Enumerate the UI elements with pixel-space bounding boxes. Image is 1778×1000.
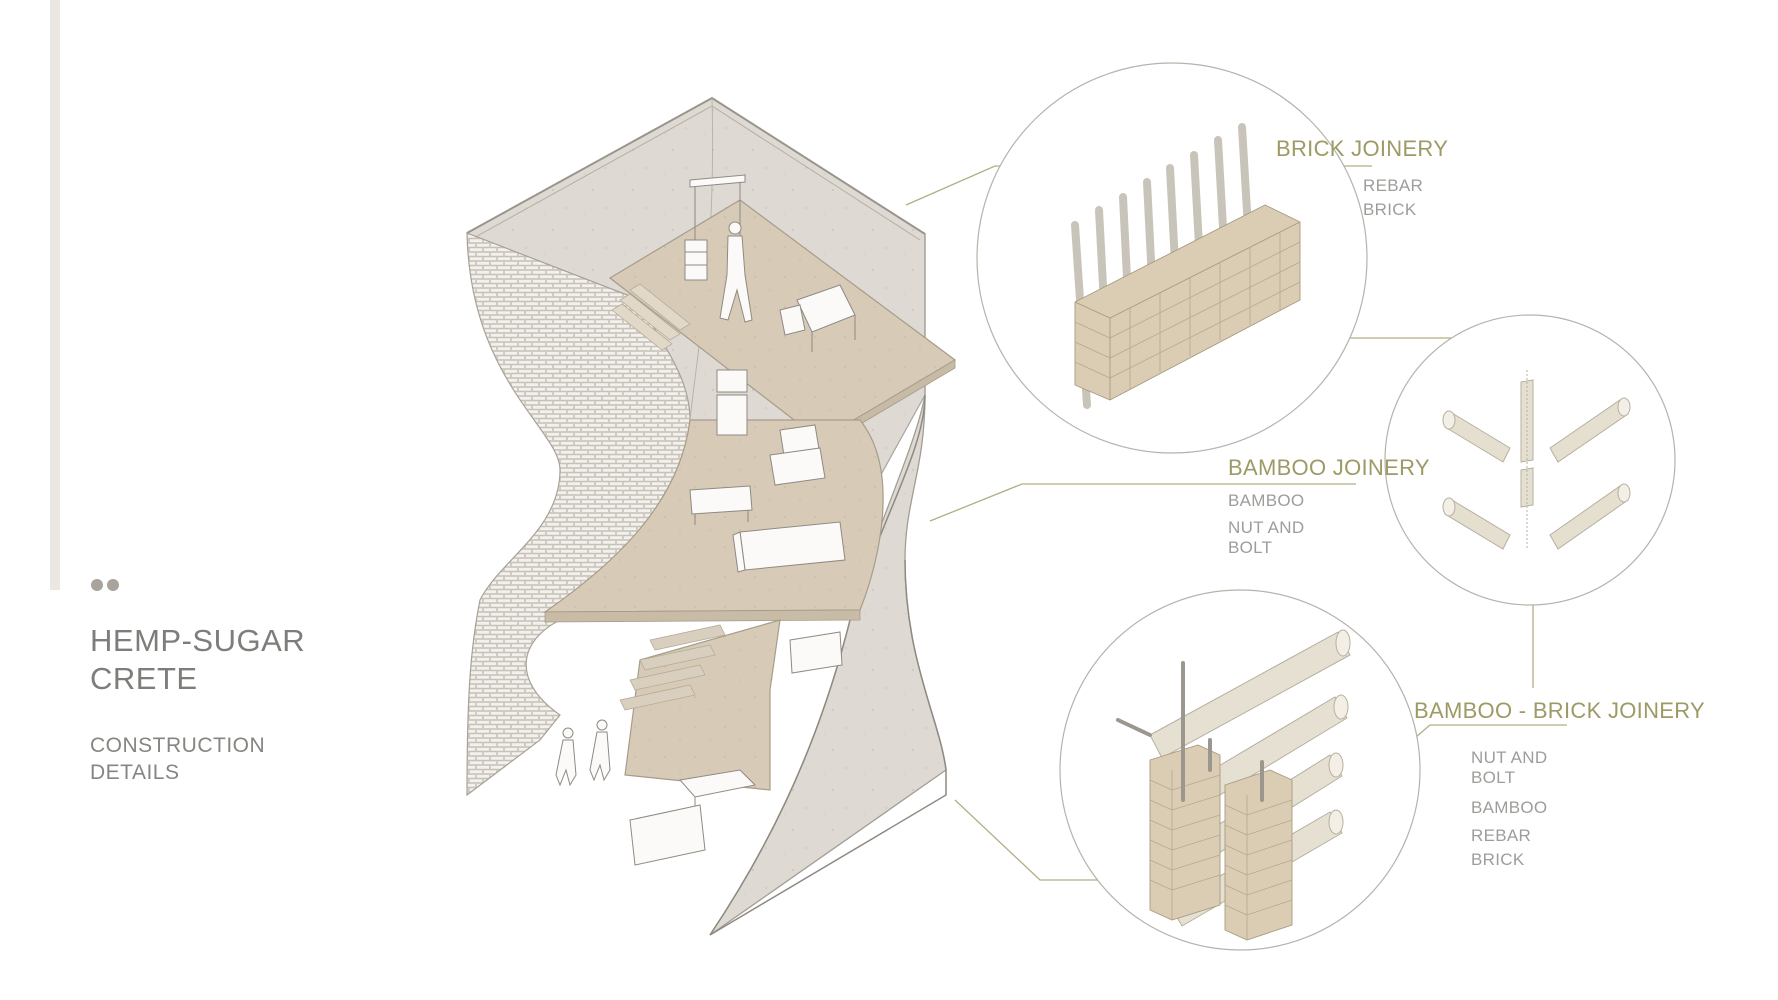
front-wall-edge xyxy=(709,394,926,936)
label-bolt: BOLT xyxy=(1471,768,1516,787)
brick-joinery-heading: BRICK JOINERY xyxy=(1276,136,1449,161)
title-line-2: CRETE xyxy=(90,661,198,696)
page-subtitle: CONSTRUCTION DETAILS xyxy=(90,732,265,786)
label-nut-and: NUT AND xyxy=(1471,748,1548,767)
title-line-1: HEMP-SUGAR xyxy=(90,623,306,658)
top-stairs xyxy=(611,283,691,351)
pagination-dots xyxy=(91,579,119,591)
dot-indicator xyxy=(107,579,119,591)
dot-indicator xyxy=(91,579,103,591)
bamboo-brick-brick-label: BRICK xyxy=(1471,850,1525,869)
bamboo-joinery-detail xyxy=(1384,314,1676,606)
subtitle-line-2: DETAILS xyxy=(90,761,180,784)
brick-joinery-items: REBAR BRICK xyxy=(1363,174,1423,222)
brick-stack xyxy=(1074,204,1301,401)
label-bolt: BOLT xyxy=(1228,538,1273,557)
label-brick: BRICK xyxy=(1363,200,1417,219)
bamboo-brick-nut-bolt-label: NUT AND BOLT xyxy=(1471,748,1547,788)
decorative-side-bar xyxy=(50,0,60,590)
label-rebar: REBAR xyxy=(1363,176,1424,195)
subtitle-line-1: CONSTRUCTION xyxy=(90,734,266,757)
bamboo-brick-joinery-detail xyxy=(1059,589,1421,951)
lower-stairs xyxy=(619,624,726,711)
bamboo-joinery-nut-bolt-label: NUT AND BOLT xyxy=(1228,518,1304,558)
furniture-figures xyxy=(555,174,856,866)
bamboo-joinery-heading: BAMBOO JOINERY xyxy=(1228,455,1430,480)
brick-joinery-detail xyxy=(976,62,1368,454)
bamboo-brick-joinery-heading: BAMBOO - BRICK JOINERY xyxy=(1414,698,1706,723)
bamboo-brick-rebar-label: REBAR xyxy=(1471,826,1532,845)
label-nut-and: NUT AND xyxy=(1228,518,1305,537)
page-title: HEMP-SUGAR CRETE xyxy=(90,622,305,698)
bamboo-brick-bamboo-label: BAMBOO xyxy=(1471,798,1548,817)
building-section xyxy=(466,96,957,936)
bamboo-joinery-bamboo-label: BAMBOO xyxy=(1228,491,1305,510)
